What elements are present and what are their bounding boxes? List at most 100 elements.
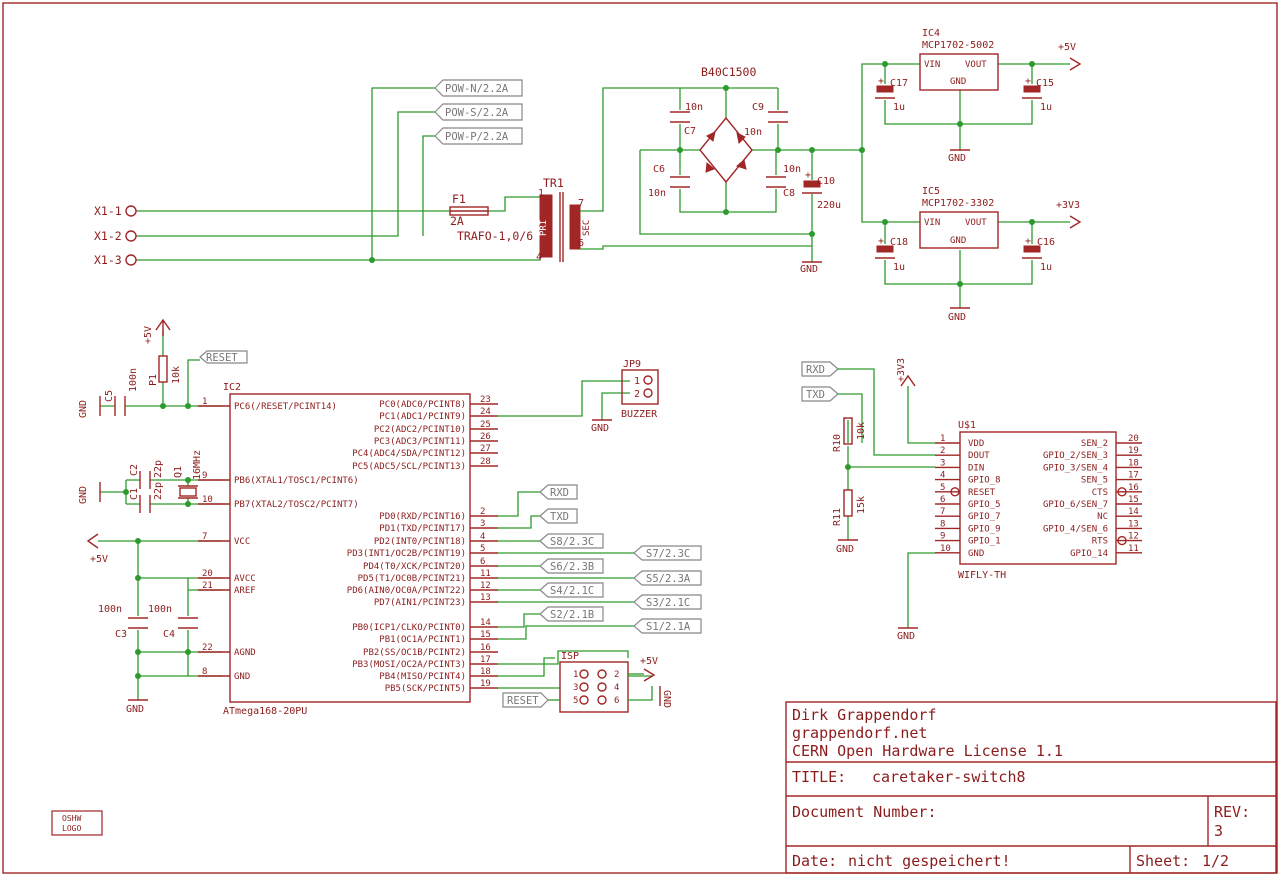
svg-text:X1-2: X1-2 — [94, 229, 122, 243]
mcu-pin-right: PC3(ADC3/PCINT11)26 — [374, 432, 498, 447]
capacitor-c18[interactable]: + C18 1u — [875, 236, 908, 273]
svg-text:12: 12 — [1128, 532, 1139, 542]
capacitor-c8[interactable]: 10n C8 — [766, 164, 801, 199]
wifly-pin-left: GPIO_56 — [935, 495, 1001, 510]
mcu-pin-right: PC4(ADC4/SDA/PCINT12)27 — [352, 444, 498, 459]
capacitor-c10[interactable]: + C10 220u — [802, 170, 841, 211]
svg-text:22: 22 — [202, 643, 213, 653]
svg-text:BUZZER: BUZZER — [621, 409, 658, 420]
resistor-r10[interactable]: R10 10k — [832, 417, 867, 452]
svg-text:13: 13 — [480, 593, 491, 603]
svg-text:19: 19 — [480, 679, 491, 689]
net-label-pow-s: POW-S/2.2A — [434, 103, 523, 121]
ground-symbol: GND — [659, 686, 672, 708]
ground-symbol: GND — [836, 539, 858, 555]
svg-text:3: 3 — [480, 519, 485, 529]
capacitor-c4[interactable]: 100n C4 — [148, 604, 198, 640]
bridge-rectifier[interactable]: B40C1500 — [699, 65, 756, 184]
ground-symbol: GND — [948, 307, 970, 323]
svg-text:7: 7 — [940, 507, 945, 517]
mcu-pin-right: PB3(MOSI/OC2A/PCINT3)17 — [352, 655, 498, 670]
wifly-module[interactable]: U$1 WIFLY-TH — [958, 420, 1117, 581]
ground-symbol: GND — [800, 261, 822, 275]
net-label-txd-wifly: TXD — [801, 386, 839, 402]
license-text: CERN Open Hardware License 1.1 — [792, 742, 1063, 760]
svg-text:+: + — [805, 170, 811, 181]
svg-text:GND: GND — [800, 264, 818, 275]
svg-text:+5V: +5V — [640, 656, 658, 667]
svg-text:10n: 10n — [685, 102, 703, 113]
capacitor-c5[interactable]: C5 100n — [104, 368, 139, 416]
svg-text:TR1: TR1 — [543, 176, 564, 190]
capacitor-c16[interactable]: + C16 1u — [1022, 236, 1055, 273]
capacitor-c9[interactable]: C9 10n — [744, 102, 788, 138]
isp-header[interactable]: 1 2 3 4 5 6 ISP — [559, 651, 629, 713]
mcu-section: +5V P1 10k RESET C5 100n GND — [78, 318, 702, 717]
crystal-q1[interactable]: Q1 16MHz — [173, 450, 203, 499]
svg-text:22p: 22p — [153, 482, 164, 500]
svg-text:DIN: DIN — [968, 463, 984, 473]
svg-text:PB1(OC1A/PCINT1): PB1(OC1A/PCINT1) — [379, 635, 466, 645]
svg-text:24: 24 — [480, 407, 491, 417]
regulator-ic5[interactable]: VIN VOUT GND IC5 MCP1702-3302 — [919, 186, 999, 249]
svg-text:PB6(XTAL1/TOSC1/PCINT6): PB6(XTAL1/TOSC1/PCINT6) — [234, 476, 359, 486]
doc-number-label: Document Number: — [792, 803, 937, 821]
svg-text:10n: 10n — [648, 188, 666, 199]
svg-text:B40C1500: B40C1500 — [701, 65, 756, 79]
svg-text:3: 3 — [940, 458, 945, 468]
capacitor-c17[interactable]: + C17 1u — [875, 76, 908, 113]
wifly-pin-left: GPIO_77 — [935, 507, 1001, 522]
net-label-pow-n: POW-N/2.2A — [434, 79, 523, 97]
mcu-ic2[interactable]: IC2 ATmega168-20PU — [223, 382, 471, 717]
svg-text:7: 7 — [578, 198, 584, 209]
capacitor-c1[interactable]: C1 22p — [129, 482, 164, 513]
svg-text:100n: 100n — [98, 604, 122, 615]
connector-x1-1[interactable]: X1-1 — [94, 204, 137, 218]
svg-text:20: 20 — [1128, 434, 1139, 444]
svg-text:GND: GND — [950, 236, 966, 246]
svg-text:S7/2.3C: S7/2.3C — [646, 548, 690, 560]
resistor-r11[interactable]: R11 15k — [832, 489, 867, 526]
author-name: Dirk Grappendorf — [792, 706, 937, 724]
regulator-ic4[interactable]: VIN VOUT GND IC4 MCP1702-5002 — [919, 28, 999, 91]
svg-text:10: 10 — [940, 544, 951, 554]
svg-text:1: 1 — [573, 670, 578, 680]
connector-jp9[interactable]: 1 2 JP9 BUZZER — [621, 359, 659, 420]
capacitor-c2[interactable]: C2 22p — [129, 460, 164, 489]
svg-text:+: + — [878, 76, 884, 87]
capacitor-c3[interactable]: 100n C3 — [98, 604, 148, 640]
capacitor-c15[interactable]: + C15 1u — [1022, 76, 1054, 113]
transformer-tr1[interactable]: 1 4 7 6 TR1 TRAFO-1,0/6 PRI SEC — [457, 176, 592, 263]
net-label-pow-p: POW-P/2.2A — [434, 127, 523, 145]
mcu-pin-right: PB0(ICP1/CLKO/PCINT0)14 — [352, 618, 498, 633]
svg-text:TRAFO-1,0/6: TRAFO-1,0/6 — [457, 229, 533, 243]
svg-text:SEN_5: SEN_5 — [1081, 476, 1108, 486]
svg-text:17: 17 — [1128, 471, 1139, 481]
svg-text:C15: C15 — [1036, 78, 1054, 89]
capacitor-c7[interactable]: 10n C7 — [670, 102, 703, 137]
connector-x1-2[interactable]: X1-2 — [94, 229, 137, 243]
svg-text:PD7(AIN1/PCINT23): PD7(AIN1/PCINT23) — [374, 598, 466, 608]
svg-text:RXD: RXD — [550, 487, 569, 499]
svg-text:X1-1: X1-1 — [94, 204, 122, 218]
svg-text:+3V3: +3V3 — [1056, 200, 1080, 211]
output-5v: +5V — [1058, 42, 1082, 71]
svg-text:+: + — [878, 236, 884, 247]
svg-text:OSHW: OSHW — [62, 814, 81, 823]
svg-text:23: 23 — [480, 395, 491, 405]
svg-text:PD4(T0/XCK/PCINT20): PD4(T0/XCK/PCINT20) — [363, 562, 466, 572]
capacitor-c6[interactable]: C6 10n — [648, 164, 690, 199]
svg-text:IC5: IC5 — [922, 186, 940, 197]
svg-text:100n: 100n — [128, 368, 139, 392]
connector-x1-3[interactable]: X1-3 — [94, 253, 137, 267]
fuse-f1[interactable]: F1 2A — [449, 192, 489, 228]
svg-text:AREF: AREF — [234, 586, 256, 596]
sheet-value: 1/2 — [1202, 852, 1229, 870]
svg-text:C5: C5 — [104, 390, 115, 402]
resistor-p1[interactable]: P1 10k — [148, 355, 182, 386]
svg-text:+5V: +5V — [90, 554, 108, 565]
